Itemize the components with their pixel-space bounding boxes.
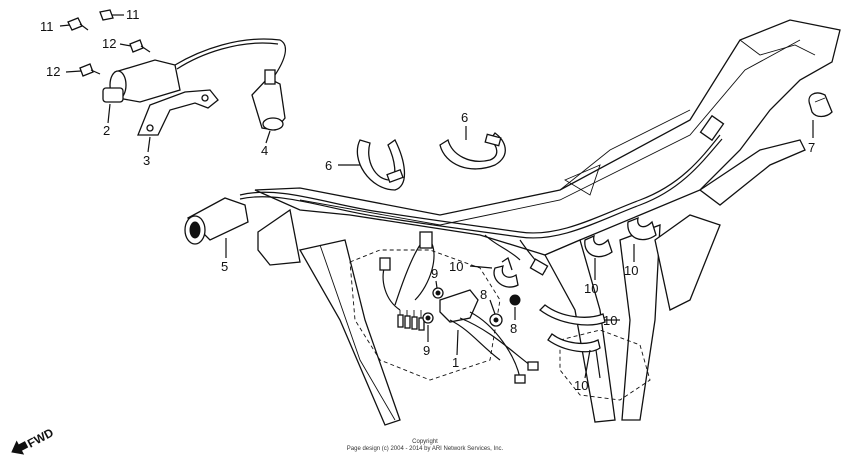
callout-8b: 8 [510, 321, 517, 336]
callout-5: 5 [221, 259, 228, 274]
callout-6b: 6 [461, 110, 468, 125]
callout-8a: 8 [480, 287, 487, 302]
callout-10e: 10 [574, 378, 588, 393]
band-6a [356, 139, 406, 191]
nut-8b [509, 294, 521, 306]
callout-12b: 12 [46, 64, 60, 79]
ignition-coil [102, 38, 287, 103]
bolt-12a [129, 39, 151, 53]
callout-10c: 10 [624, 263, 638, 278]
callout-1: 1 [452, 355, 459, 370]
clamp-10d [539, 304, 606, 326]
clamp-10c [627, 216, 657, 241]
callout-6a: 6 [325, 158, 332, 173]
callout-2: 2 [103, 123, 110, 138]
callout-10d: 10 [603, 313, 617, 328]
copyright-line-1: Copyright [412, 439, 438, 445]
copyright-line-2: Page design (c) 2004 - 2014 by ARI Netwo… [346, 446, 504, 452]
wire-harness [239, 114, 725, 331]
band-6b [439, 132, 506, 170]
clamp-10b [584, 234, 613, 258]
callout-11b: 11 [126, 7, 140, 22]
clamp-10e [547, 333, 601, 353]
callout-4: 4 [261, 143, 268, 158]
callout-7: 7 [808, 140, 815, 155]
bolt-11b [99, 9, 114, 21]
callout-10b: 10 [584, 281, 598, 296]
washer-9a [432, 287, 444, 299]
frame [254, 19, 841, 426]
clip-7 [808, 92, 833, 118]
leader-lines [59, 14, 814, 379]
coil-bracket [137, 89, 219, 136]
socket-part-5 [184, 197, 249, 245]
callout-3: 3 [143, 153, 150, 168]
nut-8a [489, 313, 503, 327]
bracket-part-1 [439, 289, 539, 384]
washer-9b [422, 312, 434, 324]
callout-10a: 10 [449, 259, 463, 274]
callout-11a: 11 [40, 19, 54, 34]
fwd-arrow-icon [11, 440, 29, 455]
spark-plug-cap [251, 69, 286, 131]
bolt-12b [79, 63, 101, 77]
bolt-11a [67, 17, 89, 31]
callout-9b: 9 [423, 343, 430, 358]
clamp-10a [493, 256, 519, 288]
callout-9a: 9 [431, 266, 438, 281]
callout-12a: 12 [102, 36, 116, 51]
